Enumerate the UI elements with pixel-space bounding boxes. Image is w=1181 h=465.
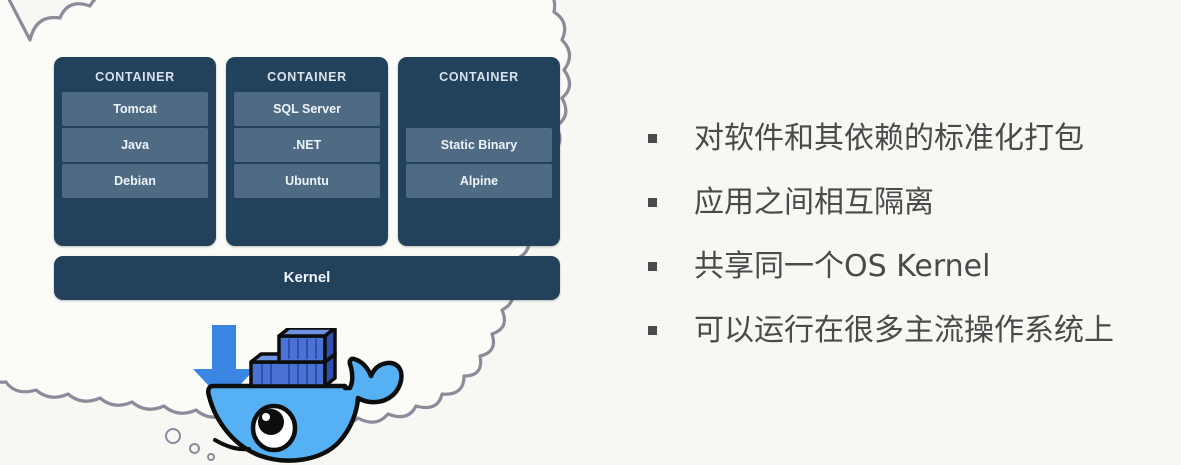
container-box-3: CONTAINER Static Binary Alpine	[398, 57, 560, 246]
container-layer: Alpine	[406, 164, 552, 198]
thought-bubble-dot-medium	[189, 443, 200, 454]
container-layer: Static Binary	[406, 128, 552, 162]
container-layer: .NET	[234, 128, 380, 162]
container-layer: Java	[62, 128, 208, 162]
container-title: CONTAINER	[95, 70, 175, 84]
layer-stack: Static Binary Alpine	[406, 92, 552, 198]
container-box-1: CONTAINER Tomcat Java Debian	[54, 57, 216, 246]
square-bullet-icon	[648, 133, 657, 143]
container-layer: Debian	[62, 164, 208, 198]
square-bullet-icon	[648, 325, 657, 335]
bullet-text: 应用之间相互隔离	[694, 184, 934, 220]
list-item: 应用之间相互隔离	[648, 170, 1168, 234]
container-layer-empty	[406, 92, 552, 126]
container-layer: SQL Server	[234, 92, 380, 126]
layer-stack: SQL Server .NET Ubuntu	[234, 92, 380, 198]
square-bullet-icon	[648, 197, 657, 207]
container-layer: Tomcat	[62, 92, 208, 126]
container-layer: Ubuntu	[234, 164, 380, 198]
list-item: 共享同一个OS Kernel	[648, 234, 1168, 298]
container-row: CONTAINER Tomcat Java Debian CONTAINER S…	[54, 57, 560, 246]
docker-whale-logo	[205, 326, 405, 465]
thought-bubble-dot-large	[165, 428, 181, 444]
thought-bubble-dot-small	[207, 453, 215, 461]
kernel-bar: Kernel	[54, 256, 560, 300]
container-architecture-diagram: CONTAINER Tomcat Java Debian CONTAINER S…	[54, 57, 560, 300]
feature-bullet-list: 对软件和其依赖的标准化打包 应用之间相互隔离 共享同一个OS Kernel 可以…	[648, 106, 1168, 362]
layer-stack: Tomcat Java Debian	[62, 92, 208, 198]
container-box-2: CONTAINER SQL Server .NET Ubuntu	[226, 57, 388, 246]
bullet-text: 可以运行在很多主流操作系统上	[694, 312, 1114, 348]
list-item: 可以运行在很多主流操作系统上	[648, 298, 1168, 362]
list-item: 对软件和其依赖的标准化打包	[648, 106, 1168, 170]
bullet-text: 共享同一个OS Kernel	[694, 248, 991, 284]
container-title: CONTAINER	[267, 70, 347, 84]
container-title: CONTAINER	[439, 70, 519, 84]
bullet-text: 对软件和其依赖的标准化打包	[694, 120, 1084, 156]
square-bullet-icon	[648, 261, 657, 271]
down-arrow-icon	[191, 325, 257, 403]
